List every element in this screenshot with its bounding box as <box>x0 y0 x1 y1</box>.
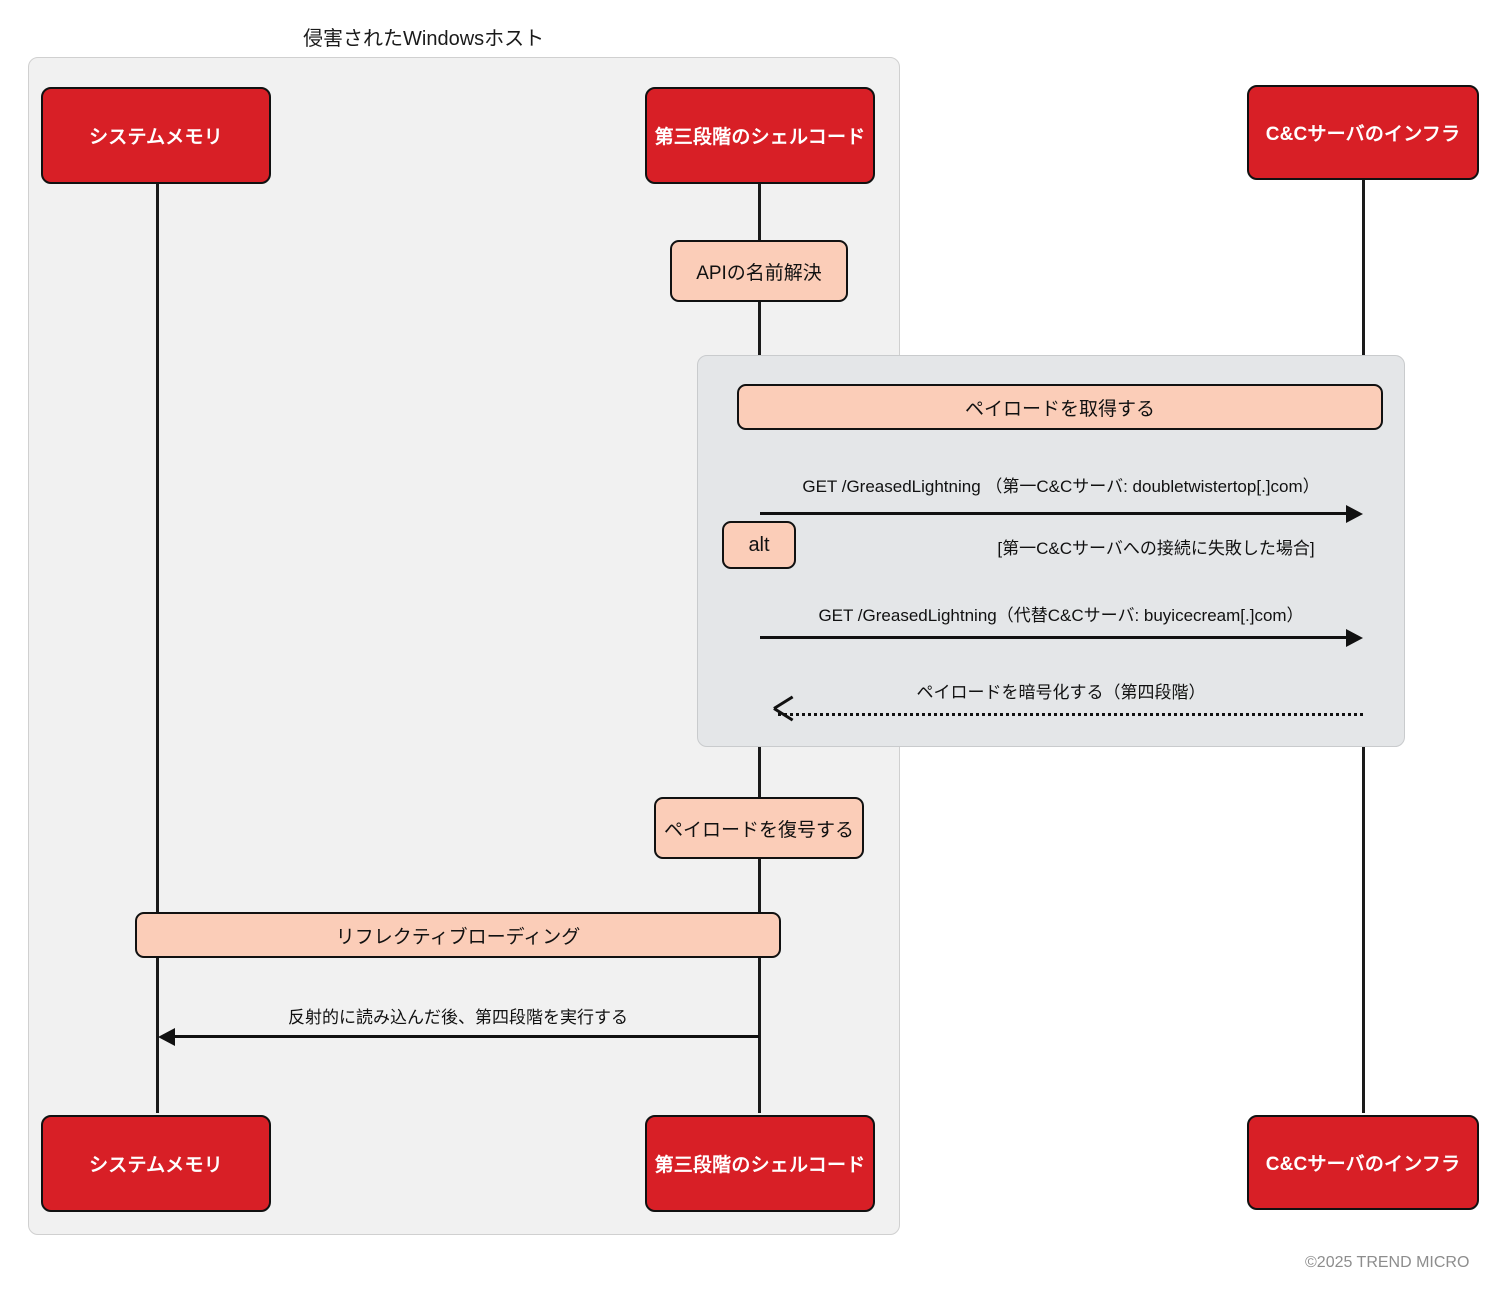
message-line-get-fallback-cc <box>760 636 1348 639</box>
note-reflective-loading: リフレクティブローディング <box>135 912 781 958</box>
actor-cc-infrastructure-bottom[interactable]: C&Cサーバのインフラ <box>1247 1115 1479 1210</box>
actor-cc-infrastructure-top[interactable]: C&Cサーバのインフラ <box>1247 85 1479 180</box>
note-api-resolution: APIの名前解決 <box>670 240 848 302</box>
note-label: APIの名前解決 <box>696 262 822 284</box>
message-line-execute-stage4 <box>174 1035 759 1038</box>
note-decrypt-payload: ペイロードを復号する <box>654 797 864 859</box>
message-arrowhead-encrypted-payload-return <box>774 702 794 726</box>
alt-operator-label: alt <box>722 521 796 569</box>
message-label-get-primary-cc: GET /GreasedLightning （第一C&Cサーバ: doublet… <box>802 477 1320 496</box>
message-label-encrypted-payload-return: ペイロードを暗号化する（第四段階） <box>916 683 1206 702</box>
message-arrowhead-get-primary-cc <box>1346 505 1363 523</box>
actor-stage3-shellcode-top[interactable]: 第三段階のシェルコード <box>645 87 875 184</box>
actor-system-memory-bottom[interactable]: システムメモリ <box>41 1115 271 1212</box>
message-line-encrypted-payload-return <box>778 713 1363 716</box>
actor-label: 第三段階のシェルコード <box>654 1155 866 1176</box>
group-title: 侵害されたWindowsホスト <box>303 28 545 50</box>
actor-label: 第三段階のシェルコード <box>654 127 866 148</box>
note-label: ペイロードを取得する <box>964 398 1155 420</box>
actor-label: システムメモリ <box>89 1155 223 1176</box>
note-label: リフレクティブローディング <box>335 926 581 948</box>
actor-label: C&Cサーバのインフラ <box>1265 1154 1461 1175</box>
message-arrowhead-execute-stage4 <box>158 1028 175 1046</box>
message-arrowhead-get-fallback-cc <box>1346 629 1363 647</box>
actor-label: システムメモリ <box>89 127 223 148</box>
message-label-execute-stage4: 反射的に読み込んだ後、第四段階を実行する <box>288 1008 628 1027</box>
note-label: ペイロードを復号する <box>663 819 854 841</box>
actor-system-memory-top[interactable]: システムメモリ <box>41 87 271 184</box>
copyright-footer: ©2025 TREND MICRO <box>1305 1254 1470 1271</box>
actor-stage3-shellcode-bottom[interactable]: 第三段階のシェルコード <box>645 1115 875 1212</box>
lifeline-system-memory <box>156 183 159 1113</box>
message-line-get-primary-cc <box>760 512 1348 515</box>
actor-label: C&Cサーバのインフラ <box>1265 124 1461 145</box>
alt-condition-label: [第一C&Cサーバへの接続に失敗した場合] <box>997 539 1315 558</box>
note-fetch-payload: ペイロードを取得する <box>737 384 1383 430</box>
message-label-get-fallback-cc: GET /GreasedLightning（代替C&Cサーバ: buyicecr… <box>818 606 1304 625</box>
